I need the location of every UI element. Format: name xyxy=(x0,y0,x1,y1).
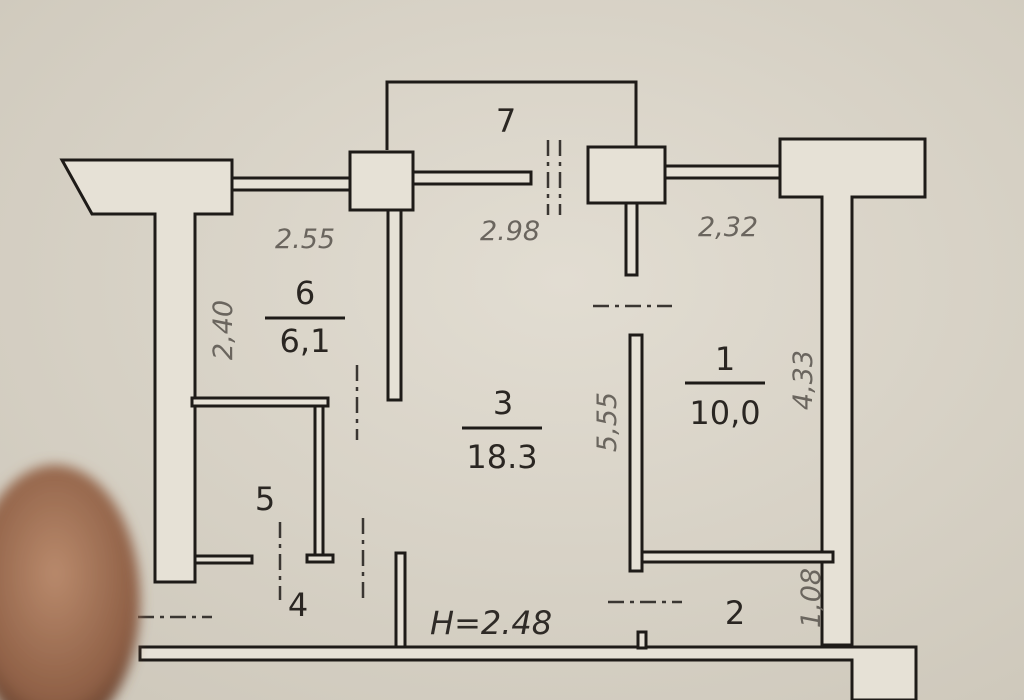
partition-5-bottom-left xyxy=(193,554,254,565)
dim-length-room1: 4,33 xyxy=(788,350,819,410)
dim-width-room1: 2,32 xyxy=(698,212,758,243)
partition-stub-bottom xyxy=(636,630,648,650)
ceiling-height: H=2.48 xyxy=(430,604,552,642)
room4-number: 4 xyxy=(288,586,308,624)
partition-3-1 xyxy=(628,333,644,573)
window-left xyxy=(230,176,352,192)
partition-6-3 xyxy=(386,208,403,402)
wall-right xyxy=(778,137,927,647)
room6-number: 6 xyxy=(295,274,315,312)
room1-number: 1 xyxy=(715,340,735,378)
partition-stub xyxy=(624,201,639,277)
dim-length-room3: 5,55 xyxy=(592,392,623,452)
dim-length-room6: 2,40 xyxy=(208,300,239,360)
room6-area: 6,1 xyxy=(280,322,331,360)
partition-5-bottom-right xyxy=(305,553,335,564)
window-right xyxy=(663,164,782,180)
balcony-number: 7 xyxy=(496,102,516,140)
column-right xyxy=(586,145,667,205)
finger-occlusion xyxy=(0,465,140,700)
room1-area: 10,0 xyxy=(689,394,760,432)
balcony-outline xyxy=(385,80,638,150)
room3-number: 3 xyxy=(493,384,513,422)
partition-4-3 xyxy=(394,551,407,655)
dim-width-room3: 2.98 xyxy=(480,216,540,247)
room5-number: 5 xyxy=(255,480,275,518)
partition-5-top xyxy=(190,396,330,408)
partition-5-right xyxy=(313,404,325,560)
room2-number: 2 xyxy=(725,594,745,632)
window-balcony xyxy=(411,170,533,186)
dim-width-room6: 2.55 xyxy=(275,224,335,255)
column-left xyxy=(348,150,415,212)
dim-length-room2: 1,08 xyxy=(796,568,827,628)
wall-bottom xyxy=(138,645,918,700)
room3-area: 18.3 xyxy=(466,438,537,476)
partition-1-2 xyxy=(640,550,835,564)
